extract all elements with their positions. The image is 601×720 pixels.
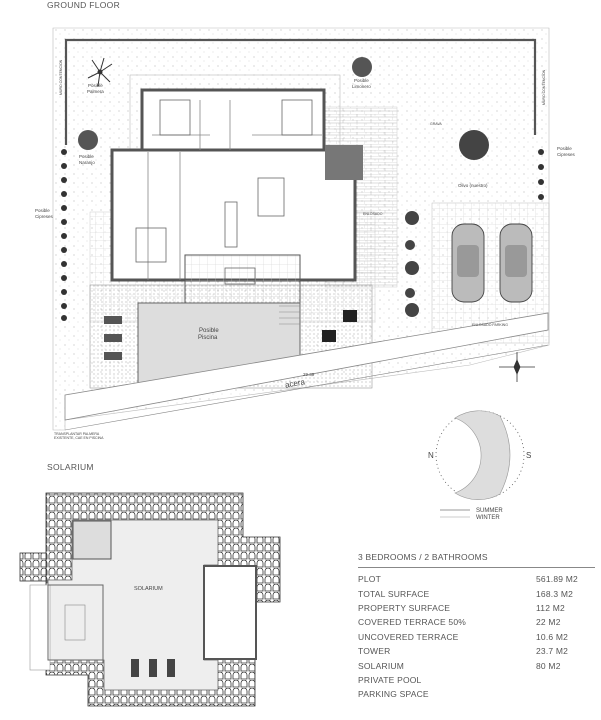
winter-legend: WINTER: [476, 515, 500, 521]
spec-row: TOWER 23.7 M2: [358, 644, 601, 658]
spec-value: 168.3 M2: [536, 588, 574, 599]
label-muro-right: MURO CONTENCION: [542, 69, 546, 105]
label-grava: GRAVA: [430, 122, 442, 126]
table-icon: [64, 604, 86, 641]
dining-table-icon: [257, 177, 285, 217]
property-specs: 3 BEDROOMS / 2 BATHROOMS PLOT 561.89 M2 T…: [358, 552, 601, 702]
spec-label: PRIVATE POOL: [358, 674, 422, 685]
summer-legend: SUMMER: [476, 508, 503, 514]
car-icon: [451, 223, 485, 303]
spec-row: SOLARIUM 80 M2: [358, 658, 601, 672]
label-acera: acera: [284, 377, 306, 389]
spec-label: COVERED TERRACE 50%: [358, 617, 467, 628]
spec-label: PLOT: [358, 574, 382, 585]
spec-value: 112 M2: [536, 602, 565, 613]
ground-floor-heading: GROUND FLOOR: [47, 0, 121, 10]
chair-icon: [322, 330, 336, 342]
label-enlosado-parking: ENLOSADO PARKING: [472, 323, 508, 327]
spec-value: 561.89 M2: [536, 574, 578, 585]
palm-tree-icon: [87, 57, 113, 87]
sun-lounger-icon: [149, 659, 157, 677]
sun-lounger-icon: [104, 334, 122, 342]
north-label: N: [428, 451, 434, 460]
sofa-icon: [224, 201, 238, 248]
solarium-plan: SOLARIUM: [19, 492, 281, 707]
spec-label: SOLARIUM: [358, 660, 404, 671]
label-cipreses-left-2: Cipreses: [35, 214, 54, 219]
label-cipreses-left: Posible: [35, 208, 50, 213]
sun-lounger-icon: [104, 352, 122, 360]
label-transplantar-2: EXISTENTE, CAE EN PISCINA: [54, 436, 104, 440]
label-enlosado: ENLOSADO: [363, 212, 383, 216]
solarium-room-label: SOLARIUM: [134, 586, 163, 592]
sun-lounger-icon: [167, 659, 175, 677]
label-palmera: Posible: [88, 83, 103, 88]
sun-lounger-icon: [104, 316, 122, 324]
label-cipreses-right-2: Cipreses: [557, 152, 576, 157]
spec-row: COVERED TERRACE 50% 22 M2: [358, 615, 601, 629]
label-cipreses-right: Posible: [557, 146, 572, 151]
spec-row: PRIVATE POOL: [358, 673, 601, 687]
label-piscina-2: Piscina: [198, 335, 218, 341]
storage-room: [203, 565, 257, 660]
sun-lounger-icon: [131, 659, 139, 677]
sun-path-diagram: N S SUMMER WINTER: [428, 410, 531, 521]
cypress-row-left: [61, 149, 67, 321]
cypress-row-right: [538, 149, 544, 200]
spec-row: PARKING SPACE: [358, 687, 601, 701]
car-icon: [499, 223, 533, 303]
spec-value: 22 M2: [536, 617, 561, 628]
spec-label: TOWER: [358, 646, 391, 657]
label-piscina: Posible: [199, 328, 219, 334]
stair: [29, 584, 51, 671]
label-naranjo-2: Naranjo: [79, 160, 95, 165]
bed-icon: [281, 99, 313, 136]
tower-room: [47, 584, 104, 661]
retaining-wall: [64, 38, 537, 145]
bed-icon: [159, 99, 191, 136]
spec-label: PROPERTY SURFACE: [358, 602, 451, 613]
covered-terrace: [325, 145, 363, 180]
label-limonero: Posible: [354, 78, 369, 83]
specs-title: 3 BEDROOMS / 2 BATHROOMS: [358, 552, 595, 568]
label-olivo: Olivo (nuestro): [458, 183, 488, 188]
spec-row: PLOT 561.89 M2: [358, 572, 601, 586]
spec-row: TOTAL SURFACE 168.3 M2: [358, 586, 601, 600]
spec-value: 10.6 M2: [536, 631, 569, 642]
plants-strip: [405, 211, 419, 317]
label-limonero-2: Limonero: [352, 84, 371, 89]
chair-icon: [343, 310, 357, 322]
orange-tree-icon: [78, 130, 98, 150]
label-palmera-2: Palmera: [87, 89, 104, 94]
olive-tree-icon: [459, 130, 489, 160]
bed-icon: [135, 227, 167, 263]
compass-icon: [499, 352, 535, 382]
south-label: S: [526, 451, 531, 460]
spec-value: 80 M2: [536, 660, 561, 671]
label-level: 29.39: [303, 372, 315, 377]
spec-label: TOTAL SURFACE: [358, 588, 430, 599]
solarium-heading: SOLARIUM: [47, 462, 94, 472]
terrace-table-icon: [224, 267, 256, 285]
label-transplantar: TRANSPLANTAR PALMERA: [54, 432, 100, 436]
spec-label: UNCOVERED TERRACE: [358, 631, 459, 642]
spec-label: PARKING SPACE: [358, 689, 429, 700]
label-muro-left: MURO CONTENCION: [59, 59, 63, 95]
sidewalk: [64, 312, 549, 421]
spec-value: 23.7 M2: [536, 646, 569, 657]
lemon-tree-icon: [352, 57, 372, 77]
spec-row: PROPERTY SURFACE 112 M2: [358, 601, 601, 615]
jacuzzi-icon: [72, 520, 112, 560]
label-naranjo: Posible: [79, 154, 94, 159]
spec-row: UNCOVERED TERRACE 10.6 M2: [358, 630, 601, 644]
